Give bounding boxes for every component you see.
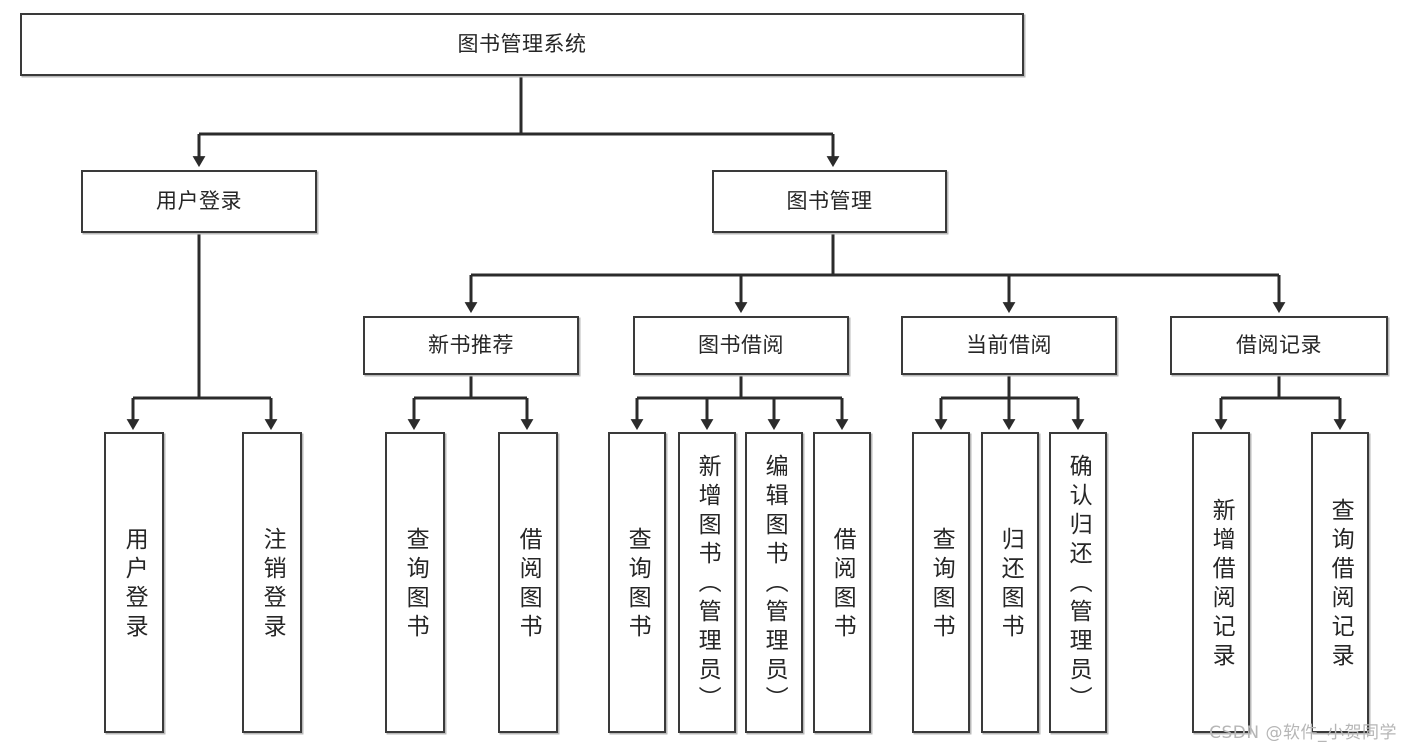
node-label: 查询图书 (624, 526, 651, 643)
leaf-new-book-borrow[interactable]: 借阅图书 (498, 432, 558, 733)
node-book-borrow[interactable]: 图书借阅 (633, 316, 849, 375)
node-label: 图书管理系统 (457, 32, 587, 57)
leaf-book-borrow-borrow[interactable]: 借阅图书 (813, 432, 871, 733)
node-label: 新增借阅记录 (1208, 497, 1235, 672)
node-label: 图书管理 (786, 189, 873, 214)
node-current-borrow[interactable]: 当前借阅 (901, 316, 1117, 375)
node-label: 用户登录 (156, 189, 242, 214)
node-borrow-record[interactable]: 借阅记录 (1170, 316, 1388, 375)
node-label: 新书推荐 (428, 333, 514, 358)
leaf-borrow-record-add[interactable]: 新增借阅记录 (1192, 432, 1250, 733)
node-label: 归还图书 (997, 526, 1024, 643)
node-book-management[interactable]: 图书管理 (712, 170, 947, 233)
node-label: 当前借阅 (966, 333, 1052, 358)
watermark-credit: CSDN @软件_小贺同学 (1209, 723, 1397, 743)
leaf-borrow-record-query[interactable]: 查询借阅记录 (1311, 432, 1369, 733)
node-label: 查询图书 (928, 526, 955, 643)
node-user-login[interactable]: 用户登录 (81, 170, 317, 233)
node-label: 编辑图书（管理员） (761, 454, 788, 715)
leaf-book-borrow-query[interactable]: 查询图书 (608, 432, 666, 733)
node-label: 新增图书（管理员） (694, 454, 721, 715)
node-label: 图书借阅 (698, 333, 784, 358)
leaf-current-borrow-return[interactable]: 归还图书 (981, 432, 1039, 733)
node-label: 借阅图书 (515, 526, 542, 643)
leaf-book-borrow-edit-admin[interactable]: 编辑图书（管理员） (745, 432, 803, 733)
leaf-book-borrow-add-admin[interactable]: 新增图书（管理员） (678, 432, 736, 733)
node-label: 借阅记录 (1236, 333, 1322, 358)
node-label: 用户登录 (121, 526, 148, 643)
node-label: 注销登录 (259, 526, 286, 643)
node-new-book-recommend[interactable]: 新书推荐 (363, 316, 579, 375)
leaf-new-book-query[interactable]: 查询图书 (385, 432, 445, 733)
leaf-current-borrow-confirm-admin[interactable]: 确认归还（管理员） (1049, 432, 1107, 733)
node-label: 确认归还（管理员） (1065, 454, 1092, 715)
leaf-current-borrow-query[interactable]: 查询图书 (912, 432, 970, 733)
node-root-system[interactable]: 图书管理系统 (20, 13, 1024, 76)
node-label: 查询借阅记录 (1327, 497, 1354, 672)
leaf-user-login-logout[interactable]: 注销登录 (242, 432, 302, 733)
node-label: 借阅图书 (829, 526, 856, 643)
node-label: 查询图书 (402, 526, 429, 643)
leaf-user-login-login[interactable]: 用户登录 (104, 432, 164, 733)
